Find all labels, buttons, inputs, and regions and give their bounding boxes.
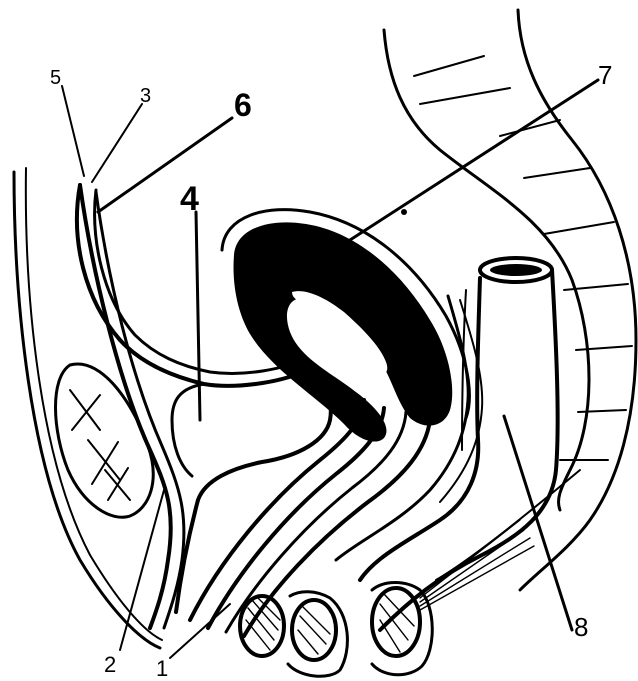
label-6: 6 bbox=[234, 87, 252, 123]
leader-lines bbox=[62, 80, 598, 658]
leader-1 bbox=[170, 604, 230, 658]
leader-4 bbox=[196, 212, 200, 420]
label-8: 8 bbox=[574, 612, 588, 642]
label-1: 1 bbox=[156, 656, 168, 681]
leader-5 bbox=[62, 86, 84, 176]
levator-muscle bbox=[420, 470, 580, 610]
label-7: 7 bbox=[598, 60, 612, 90]
label-2: 2 bbox=[104, 652, 116, 677]
uterus bbox=[222, 210, 469, 442]
leader-7 bbox=[350, 80, 598, 240]
leader-3 bbox=[92, 104, 142, 182]
sacrum bbox=[384, 10, 636, 590]
label-4: 4 bbox=[180, 180, 199, 218]
sphincter-ovals bbox=[240, 583, 432, 677]
label-5: 5 bbox=[50, 67, 61, 89]
cavity-dot bbox=[401, 209, 407, 215]
leader-6 bbox=[98, 118, 232, 212]
label-3: 3 bbox=[140, 85, 151, 107]
